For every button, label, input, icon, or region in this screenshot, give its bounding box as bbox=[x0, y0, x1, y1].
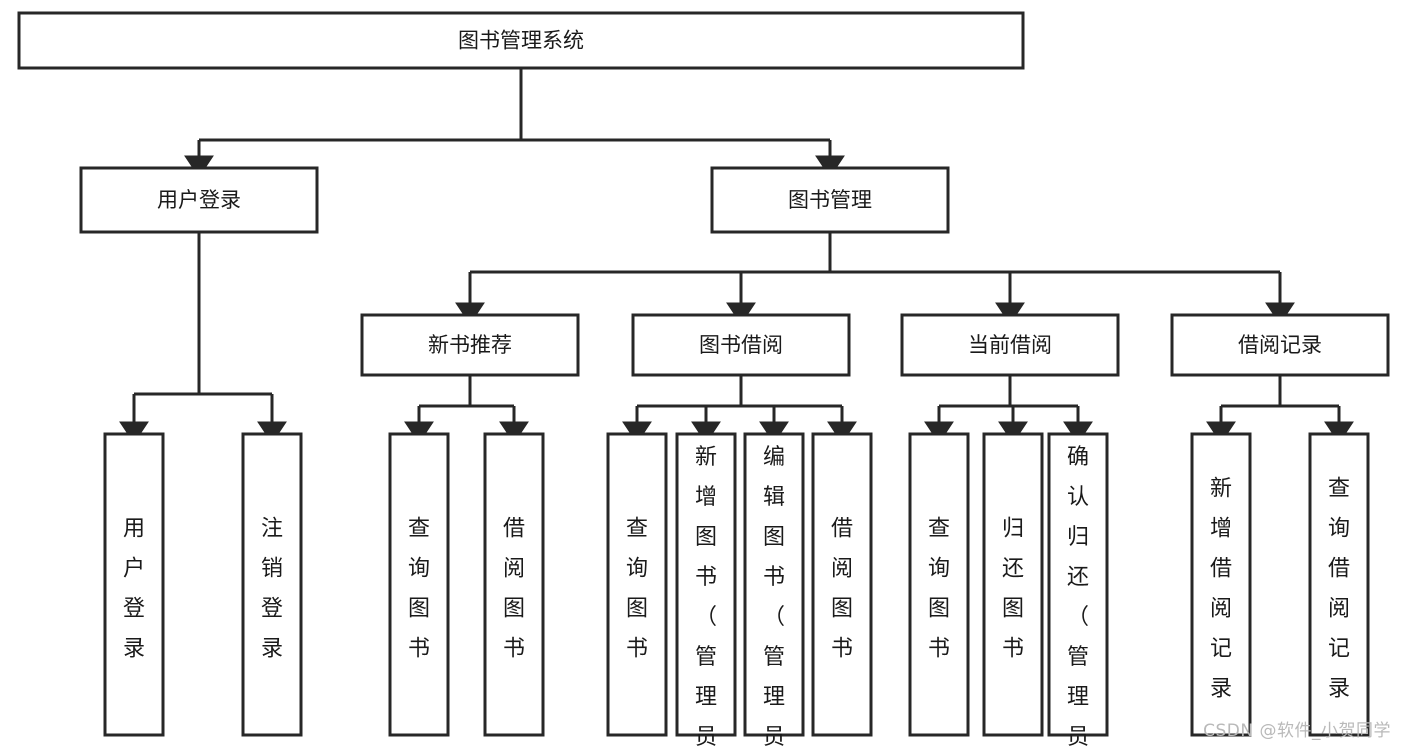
node-l2-1[interactable]: 图书管理 bbox=[710, 166, 950, 234]
connector-edges bbox=[119, 68, 1354, 444]
node-l3-1-rect[interactable] bbox=[631, 313, 851, 377]
node-l3-1[interactable]: 图书借阅 bbox=[631, 313, 851, 377]
node-l3-3-label: 借阅记录 bbox=[1238, 333, 1322, 357]
node-leaf-9[interactable]: 归还图书 bbox=[982, 432, 1044, 737]
node-leaf-8-rect[interactable] bbox=[908, 432, 970, 737]
node-l3-2-rect[interactable] bbox=[900, 313, 1120, 377]
node-leaf-8-label: 查询图书 bbox=[928, 517, 950, 662]
node-leaf-11[interactable]: 新增借阅记录 bbox=[1190, 432, 1252, 737]
node-leaf-5-label: 新增图书（管理员） bbox=[695, 445, 717, 747]
node-l3-0[interactable]: 新书推荐 bbox=[360, 313, 580, 377]
node-l3-0-rect[interactable] bbox=[360, 313, 580, 377]
node-leaf-7[interactable]: 借阅图书 bbox=[811, 432, 873, 737]
node-leaf-6-label: 编辑图书（管理员） bbox=[763, 445, 785, 747]
node-leaf-3-rect[interactable] bbox=[483, 432, 545, 737]
node-leaf-4[interactable]: 查询图书 bbox=[606, 432, 668, 737]
node-l3-2[interactable]: 当前借阅 bbox=[900, 313, 1120, 377]
node-leaf-4-rect[interactable] bbox=[606, 432, 668, 737]
node-l3-2-label: 当前借阅 bbox=[968, 333, 1052, 357]
node-leaf-9-label: 归还图书 bbox=[1002, 517, 1024, 662]
node-leaf-1-label: 注销登录 bbox=[261, 517, 283, 662]
node-leaf-10-label: 确认归还（管理员） bbox=[1067, 445, 1089, 747]
node-leaf-10[interactable]: 确认归还（管理员） bbox=[1047, 432, 1109, 747]
node-leaf-5-rect[interactable] bbox=[675, 432, 737, 737]
node-leaf-0[interactable]: 用户登录 bbox=[103, 432, 165, 737]
node-leaf-4-label: 查询图书 bbox=[626, 517, 648, 662]
node-l2-1-rect[interactable] bbox=[710, 166, 950, 234]
node-root-rect[interactable] bbox=[17, 11, 1025, 70]
node-leaf-1[interactable]: 注销登录 bbox=[241, 432, 303, 737]
node-leaf-0-rect[interactable] bbox=[103, 432, 165, 737]
node-l2-0-rect[interactable] bbox=[79, 166, 319, 234]
node-l2-0[interactable]: 用户登录 bbox=[79, 166, 319, 234]
node-leaf-7-label: 借阅图书 bbox=[831, 517, 853, 662]
node-l3-3[interactable]: 借阅记录 bbox=[1170, 313, 1390, 377]
node-l3-3-rect[interactable] bbox=[1170, 313, 1390, 377]
node-root[interactable]: 图书管理系统 bbox=[17, 11, 1025, 70]
node-l2-0-label: 用户登录 bbox=[157, 188, 241, 212]
node-leaf-8[interactable]: 查询图书 bbox=[908, 432, 970, 737]
node-leaf-3[interactable]: 借阅图书 bbox=[483, 432, 545, 737]
node-l3-0-label: 新书推荐 bbox=[428, 333, 512, 357]
node-l3-1-label: 图书借阅 bbox=[699, 333, 783, 357]
node-leaf-10-rect[interactable] bbox=[1047, 432, 1109, 737]
node-l2-1-label: 图书管理 bbox=[788, 188, 872, 212]
node-leaf-2-label: 查询图书 bbox=[408, 517, 430, 662]
node-leaf-9-rect[interactable] bbox=[982, 432, 1044, 737]
node-leaf-0-label: 用户登录 bbox=[123, 517, 145, 662]
node-leaf-2[interactable]: 查询图书 bbox=[388, 432, 450, 737]
node-leaf-6-rect[interactable] bbox=[743, 432, 805, 737]
node-leaf-11-rect[interactable] bbox=[1190, 432, 1252, 737]
node-leaf-12-label: 查询借阅记录 bbox=[1328, 477, 1350, 702]
node-leaf-11-label: 新增借阅记录 bbox=[1210, 477, 1232, 702]
node-leaf-12-rect[interactable] bbox=[1308, 432, 1370, 737]
node-boxes: 图书管理系统用户登录图书管理新书推荐图书借阅当前借阅借阅记录用户登录注销登录查询… bbox=[17, 11, 1390, 747]
node-leaf-1-rect[interactable] bbox=[241, 432, 303, 737]
node-leaf-2-rect[interactable] bbox=[388, 432, 450, 737]
node-leaf-7-rect[interactable] bbox=[811, 432, 873, 737]
node-leaf-12[interactable]: 查询借阅记录 bbox=[1308, 432, 1370, 737]
node-root-label: 图书管理系统 bbox=[458, 29, 584, 53]
node-leaf-3-label: 借阅图书 bbox=[503, 517, 525, 662]
node-leaf-6[interactable]: 编辑图书（管理员） bbox=[743, 432, 805, 747]
node-leaf-5[interactable]: 新增图书（管理员） bbox=[675, 432, 737, 747]
